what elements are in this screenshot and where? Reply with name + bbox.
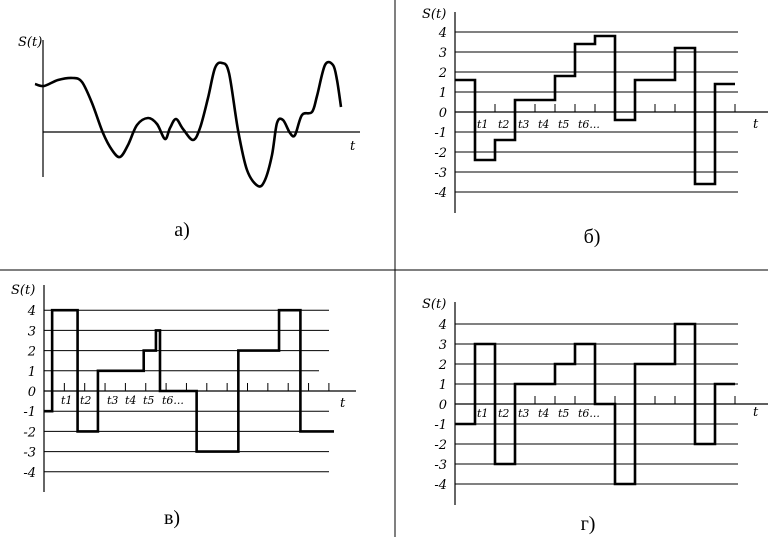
time-sample-label: t6... [578, 407, 600, 420]
y-tick-label: 0 [439, 398, 447, 413]
x-axis-label: t [350, 139, 356, 154]
y-tick-label: 1 [28, 365, 36, 380]
y-tick-label: 4 [438, 318, 447, 333]
time-sample-label: t5 [558, 118, 569, 131]
time-sample-label: t3 [518, 407, 529, 420]
time-sample-label: t5 [143, 394, 154, 407]
y-tick-label: -4 [434, 186, 447, 201]
panel-analog-signal: S(t) t а) [18, 35, 360, 241]
signal-waveform [455, 322, 735, 486]
y-axis-label: S(t) [11, 283, 35, 298]
panel-digital-signal: 4 3 2 1 0 -1 -2 -3 -4 t1 t2 t3 t4 t5 t6... S(t) t г) [422, 297, 768, 535]
panel-caption: а) [174, 219, 190, 241]
y-tick-label: -3 [434, 166, 447, 181]
y-tick-label: 1 [439, 378, 447, 393]
panel-level-quantized-signal: 4 3 2 1 0 -1 -2 -3 -4 t1 t2 t3 t4 t5 t6... S(t) t б) [422, 7, 768, 248]
y-axis-label: S(t) [422, 7, 446, 22]
y-tick-label: -4 [23, 466, 36, 481]
y-tick-label: 2 [438, 66, 447, 81]
signal-waveform [44, 308, 334, 453]
time-sample-label: t3 [107, 394, 118, 407]
y-tick-label: -3 [23, 446, 36, 461]
y-tick-label: 3 [439, 338, 447, 353]
x-axis-label: t [753, 117, 759, 132]
time-sample-label: t4 [125, 394, 136, 407]
time-sample-label: t6... [162, 394, 184, 407]
time-sample-label: t4 [538, 118, 549, 131]
y-tick-label: 4 [27, 304, 36, 319]
y-axis-label: S(t) [18, 35, 42, 50]
signal-waveform [34, 60, 343, 188]
panel-caption: б) [584, 226, 601, 248]
y-tick-label: -1 [434, 126, 447, 141]
time-sample-label: t2 [498, 407, 509, 420]
y-axis-label: S(t) [422, 297, 446, 312]
y-tick-label: -2 [434, 438, 447, 453]
time-sample-label: t1 [477, 407, 488, 420]
time-sample-label: t2 [498, 118, 509, 131]
y-tick-label: -1 [23, 405, 36, 420]
panel-caption: в) [164, 507, 180, 529]
time-sample-label: t6... [578, 118, 600, 131]
panel-caption: г) [581, 513, 596, 535]
y-tick-label: 2 [438, 358, 447, 373]
y-tick-label: -1 [434, 418, 447, 433]
x-axis-label: t [340, 396, 346, 411]
y-tick-label: 4 [438, 26, 447, 41]
time-sample-label: t1 [477, 118, 488, 131]
y-tick-label: 3 [439, 46, 447, 61]
signal-waveform [455, 34, 735, 186]
y-tick-label: 0 [439, 106, 447, 121]
y-tick-label: -3 [434, 458, 447, 473]
time-sample-label: t4 [538, 407, 549, 420]
y-tick-label: 1 [439, 86, 447, 101]
y-tick-label: 0 [28, 385, 36, 400]
time-sample-label: t2 [80, 394, 91, 407]
panel-time-quantized-signal: 4 3 2 1 0 -1 -2 -3 -4 t1 t2 t3 t4 t5 t6... S(t) t в) [11, 283, 356, 529]
time-sample-label: t1 [61, 394, 72, 407]
time-sample-label: t3 [518, 118, 529, 131]
y-tick-label: -2 [23, 425, 36, 440]
time-sample-label: t5 [558, 407, 569, 420]
x-axis-label: t [753, 405, 759, 420]
y-tick-label: 3 [28, 324, 36, 339]
y-tick-label: 2 [27, 345, 36, 360]
y-tick-label: -2 [434, 146, 447, 161]
y-tick-label: -4 [434, 478, 447, 493]
